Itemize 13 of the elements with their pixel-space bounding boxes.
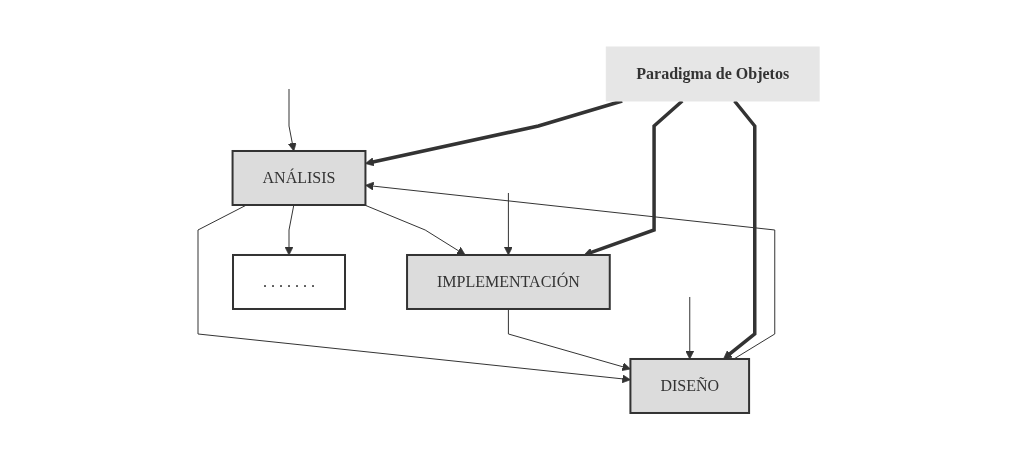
arrow bbox=[364, 204, 466, 255]
arrow bbox=[685, 296, 695, 359]
arrow bbox=[365, 181, 776, 359]
arrow bbox=[288, 88, 298, 151]
node-box: . . . . . . . bbox=[232, 253, 347, 310]
node-box: DISEÑO bbox=[629, 357, 751, 414]
node-box: Paradigma de Objetos bbox=[606, 46, 821, 101]
node-box: ANÁLISIS bbox=[232, 149, 367, 206]
node-box: IMPLEMENTACIÓN bbox=[406, 253, 612, 310]
arrow bbox=[504, 192, 514, 255]
arrow bbox=[584, 99, 684, 256]
arrow bbox=[285, 204, 295, 255]
arrow bbox=[723, 99, 757, 359]
